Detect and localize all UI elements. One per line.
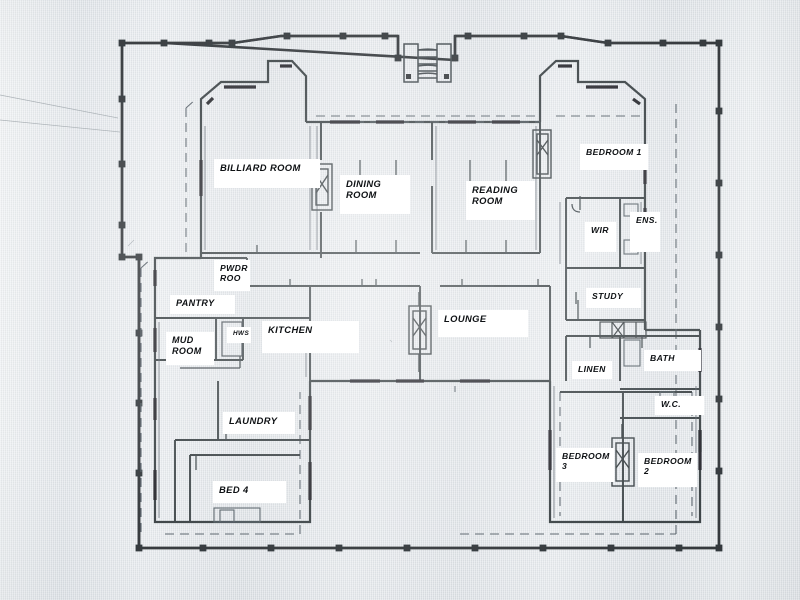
room-label-bed-4: BED 4 — [213, 481, 286, 503]
room-label-linen: LINEN — [572, 361, 612, 379]
room-label-wc: W.C. — [655, 396, 704, 415]
room-label-powder-room: PWDR ROO — [214, 260, 250, 291]
room-label-bedroom-2: BEDROOM 2 — [638, 453, 697, 487]
room-label-dining-room: DINING ROOM — [340, 175, 410, 214]
room-label-billiard-room: BILLIARD ROOM — [214, 159, 320, 188]
room-label-pantry: PANTRY — [170, 295, 235, 314]
room-label-bedroom-3: BEDROOM 3 — [556, 448, 614, 482]
veranda-posts — [118, 32, 723, 552]
room-label-bedroom-1: BEDROOM 1 — [580, 144, 648, 170]
fireplace-reading-bedroom1 — [532, 129, 552, 179]
room-label-mud-room: MUD ROOM — [166, 332, 214, 365]
room-label-reading-room: READING ROOM — [466, 181, 535, 220]
room-label-laundry: LAUNDRY — [223, 412, 295, 434]
room-label-bath: BATH — [644, 350, 701, 371]
front-entry-steps — [403, 43, 452, 83]
fireplace-lounge — [408, 292, 432, 372]
room-label-hws: HWS — [227, 327, 251, 343]
room-label-kitchen: KITCHEN — [262, 321, 359, 353]
room-label-lounge: LOUNGE — [438, 310, 528, 337]
room-label-ensuite: ENS. — [630, 212, 660, 252]
room-label-wir: WIR — [585, 222, 616, 252]
bed4-fixture — [213, 507, 261, 523]
door-swings — [180, 160, 650, 470]
room-label-study: STUDY — [586, 288, 641, 308]
construction-marks — [0, 94, 393, 343]
stair-detail-bath — [599, 321, 647, 339]
